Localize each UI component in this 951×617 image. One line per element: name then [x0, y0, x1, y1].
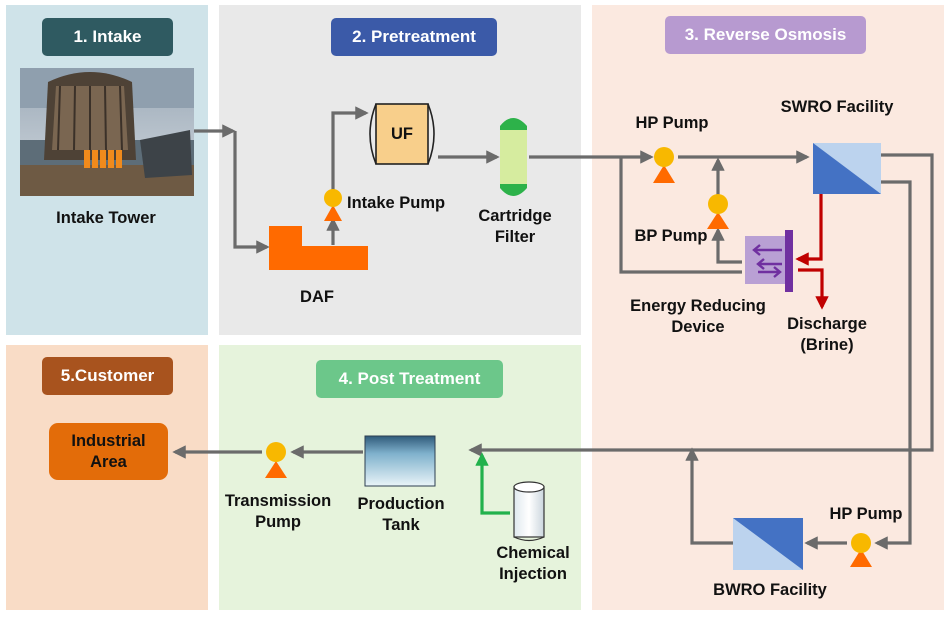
erd-label-line-2: Device: [671, 318, 725, 336]
cartridge-filter-label-line-1: Cartridge: [478, 207, 552, 225]
cartridge-filter-unit: [500, 118, 527, 196]
transmission-pump-icon: [265, 442, 287, 478]
bp-pump-icon: [707, 194, 729, 229]
industrial-area-label-line-1: Industrial: [71, 432, 146, 450]
discharge-label: Discharge (Brine): [777, 314, 877, 356]
transmission-pump-label-line-2: Pump: [255, 513, 301, 531]
erd-label: Energy Reducing Device: [620, 296, 776, 338]
cartridge-filter-label-line-2: Filter: [494, 228, 536, 246]
transmission-pump-label-line-1: Transmission: [224, 492, 332, 510]
industrial-area-box: [49, 423, 168, 480]
production-tank-label-line-2: Tank: [382, 516, 420, 534]
brine-lines: [795, 194, 829, 310]
discharge-label-line-2: (Brine): [800, 336, 854, 354]
hp-pump-top-label: HP Pump: [635, 114, 709, 132]
post-treatment-header: 4. Post Treatment: [316, 360, 503, 398]
hp-pump-bottom-icon: [850, 533, 872, 567]
production-tank-label: Production Tank: [348, 494, 454, 536]
daf-label: DAF: [300, 288, 334, 306]
intake-pump-label: Intake Pump: [347, 194, 446, 212]
customer-header: 5.Customer: [42, 357, 173, 395]
intake-header: 1. Intake: [42, 18, 173, 56]
chemical-injection-label-line-1: Chemical: [496, 544, 570, 562]
swro-membrane: [813, 143, 881, 194]
chemical-line: [475, 452, 510, 515]
erd-label-line-1: Energy Reducing: [630, 297, 766, 315]
intake-tower-photo: [20, 68, 194, 196]
intake-pump-icon: [324, 189, 342, 221]
industrial-area-label-line-2: Area: [90, 453, 127, 471]
hp-pump-bottom-label: HP Pump: [829, 505, 903, 523]
flow-lines: [172, 106, 934, 550]
swro-facility-label: SWRO Facility: [780, 98, 894, 116]
bwro-facility-label: BWRO Facility: [713, 581, 827, 599]
industrial-area-label: Industrial Area: [49, 431, 168, 473]
chemical-tank: [513, 481, 545, 542]
cartridge-filter-label: Cartridge Filter: [468, 206, 562, 248]
energy-reducing-device: [745, 230, 793, 292]
discharge-label-line-1: Discharge: [787, 315, 867, 333]
uf-unit: [369, 103, 435, 165]
hp-pump-top-icon: [653, 147, 675, 183]
uf-label: UF: [391, 125, 413, 143]
production-tank-label-line-1: Production: [357, 495, 445, 513]
reverse-osmosis-header: 3. Reverse Osmosis: [665, 16, 866, 54]
reverse-osmosis-panel: [592, 5, 944, 610]
chemical-injection-label: Chemical Injection: [484, 543, 582, 585]
transmission-pump-label: Transmission Pump: [216, 491, 340, 533]
chemical-injection-label-line-2: Injection: [499, 565, 567, 583]
intake-tower-label: Intake Tower: [56, 209, 156, 227]
pretreatment-header: 2. Pretreatment: [331, 18, 497, 56]
bp-pump-label: BP Pump: [634, 227, 708, 245]
production-tank: [364, 435, 436, 487]
bwro-membrane: [733, 518, 803, 570]
daf-unit: [269, 226, 368, 270]
